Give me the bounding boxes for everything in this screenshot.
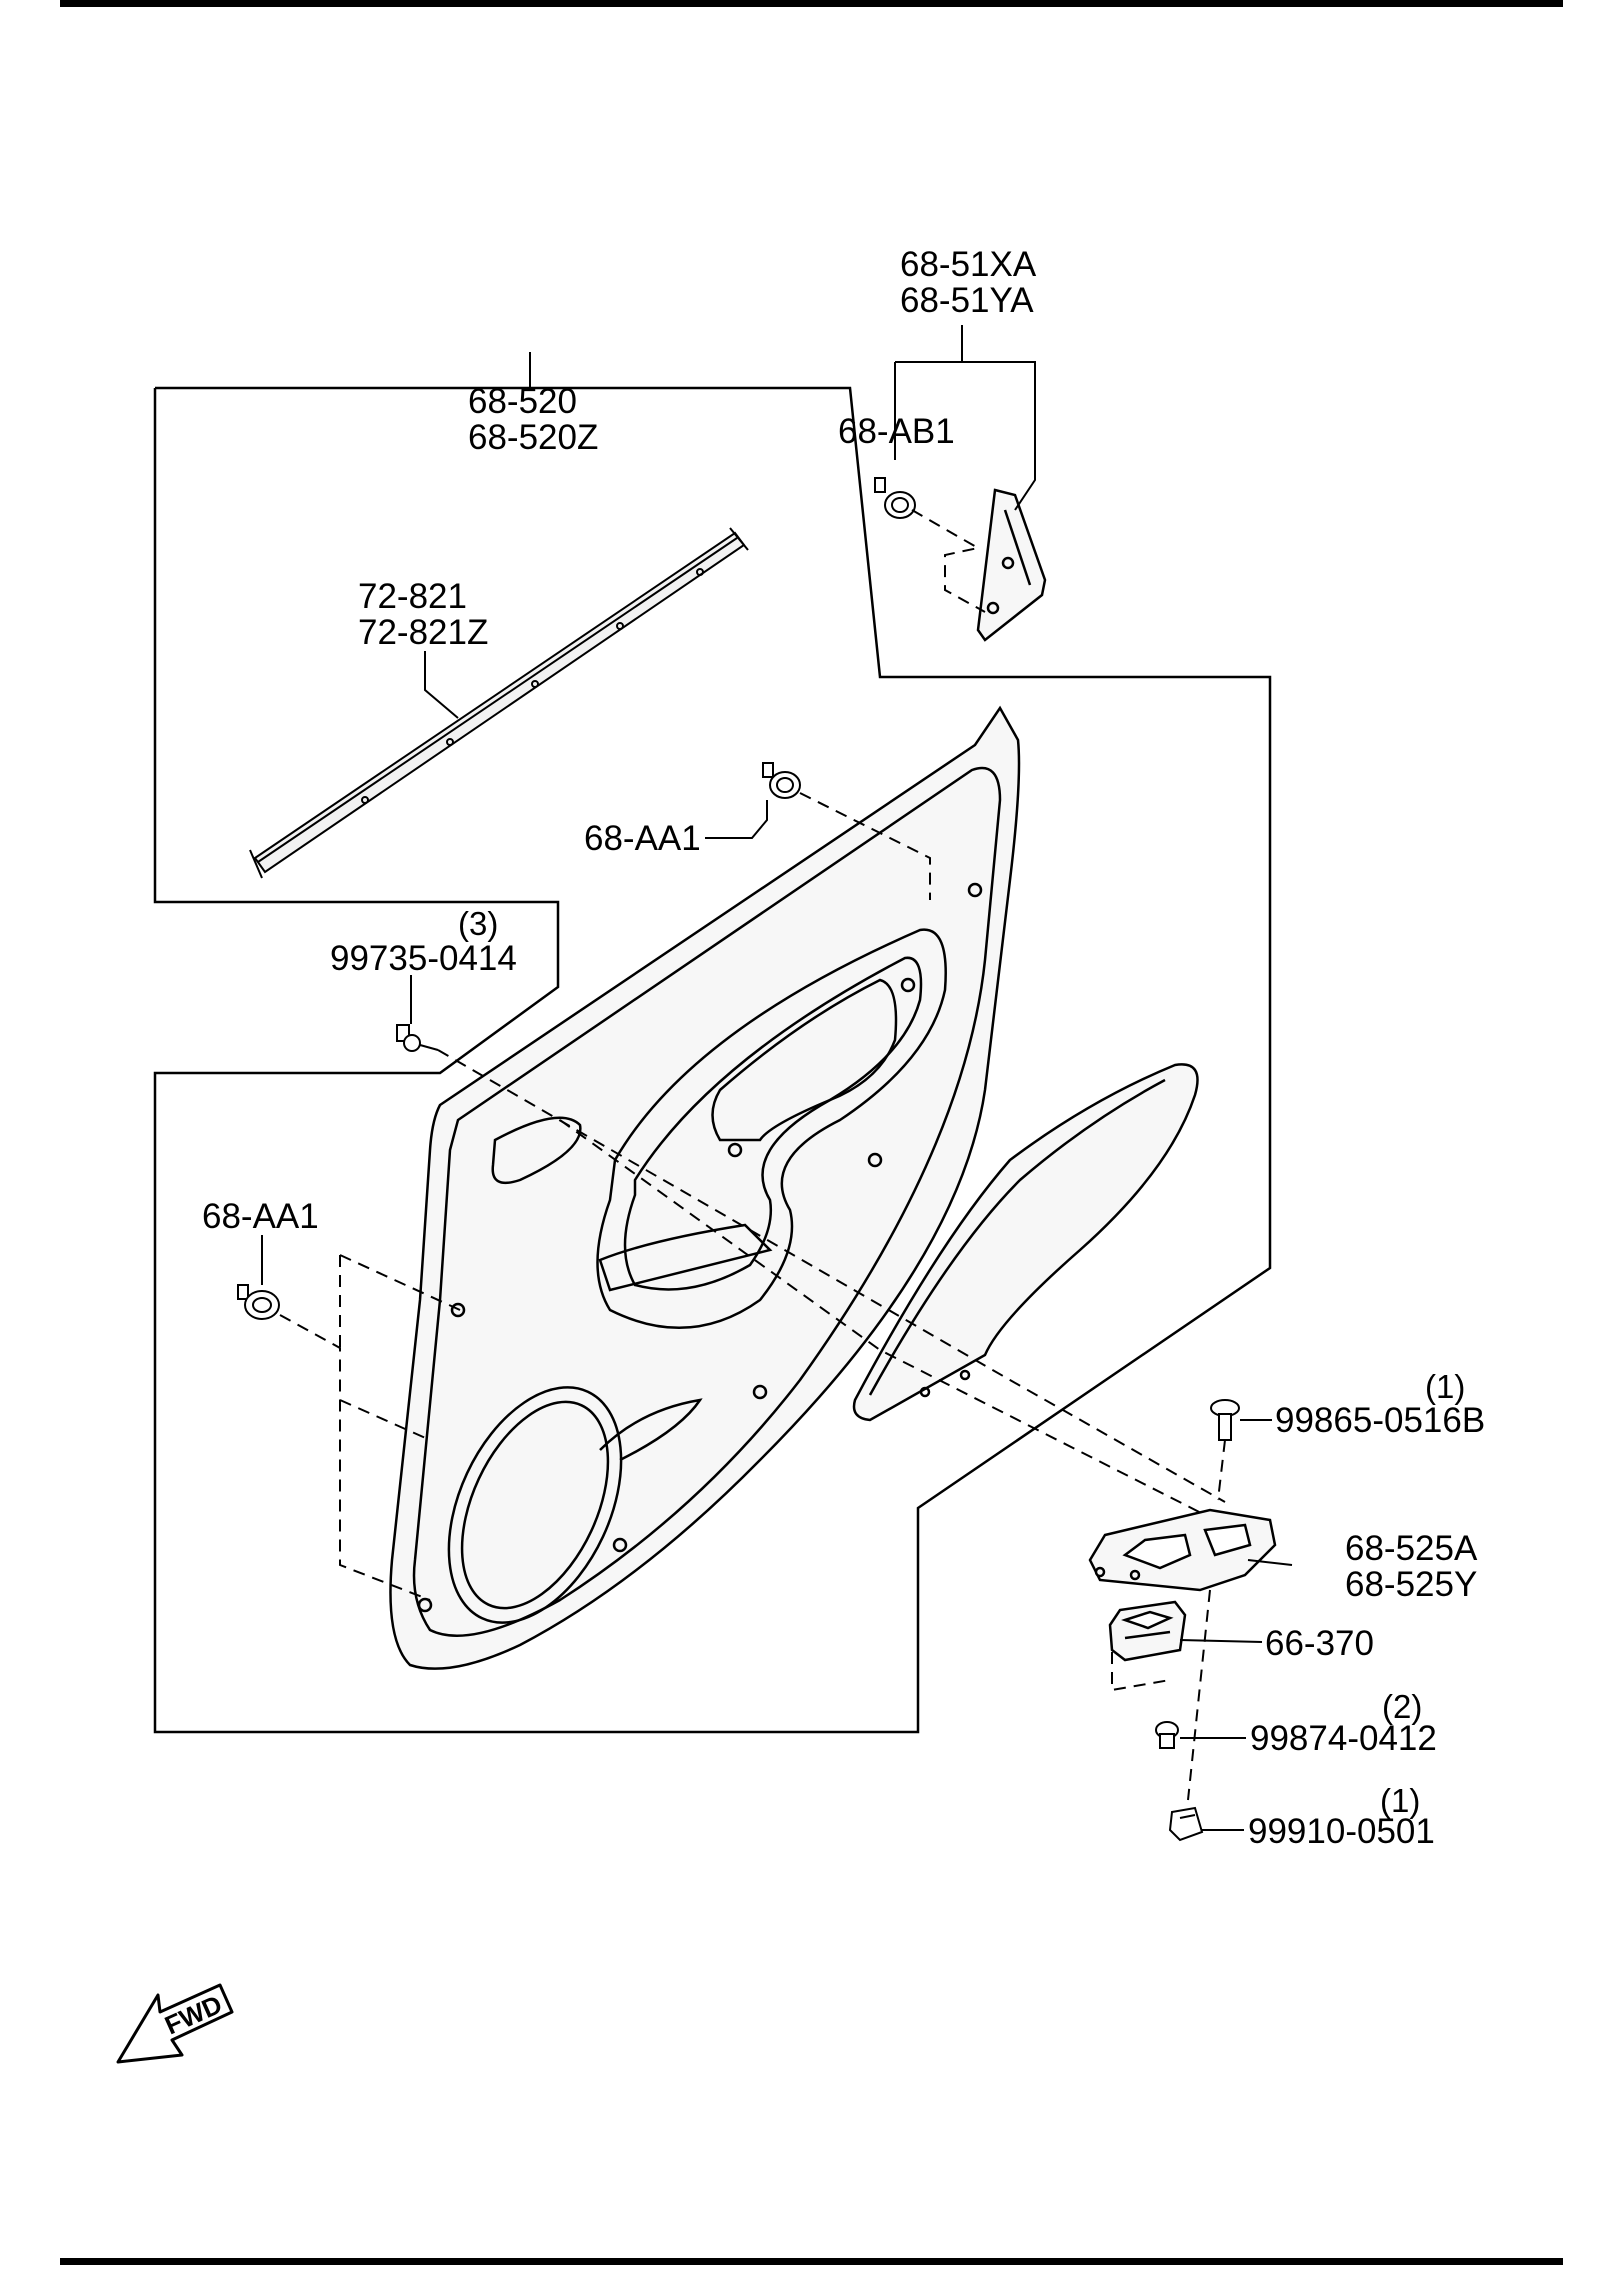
weatherstrip-leader xyxy=(424,651,459,719)
clip-aa1-lower-icon xyxy=(237,1284,280,1320)
screw-998740412-label: 99874-0412 xyxy=(1250,1719,1437,1758)
screw-998740412-qty: (2) xyxy=(1382,1688,1422,1725)
top-rule xyxy=(60,0,1563,7)
armrest-cover-label-1: 68-51XA xyxy=(900,245,1037,284)
weatherstrip-label-2: 72-821Z xyxy=(358,613,488,652)
bottom-rule xyxy=(60,2258,1563,2265)
screw-998740412-icon xyxy=(1155,1721,1179,1749)
switch-panel xyxy=(1088,1508,1277,1592)
screw-9986505168-qty: (1) xyxy=(1425,1368,1465,1405)
clip-ab1-label: 68-AB1 xyxy=(838,412,955,451)
screw-97350414-label: 99735-0414 xyxy=(330,939,517,978)
screw-97350414-dash xyxy=(437,1049,1226,1503)
armrest-cover-label-2: 68-51YA xyxy=(900,281,1034,320)
clip-aa1-upper-label: 68-AA1 xyxy=(584,819,701,858)
inner-seal-strip xyxy=(852,1063,1199,1422)
screw-9986505168-dash xyxy=(1217,1439,1226,1501)
nut-999100501-label: 99910-0501 xyxy=(1248,1812,1435,1851)
clip-ab1-dash xyxy=(911,509,986,613)
clip-aa1-upper-leader xyxy=(705,800,768,839)
power-window-switch-label: 66-370 xyxy=(1265,1624,1374,1663)
nut-999100501-icon xyxy=(1168,1806,1204,1842)
nut-999100501-qty: (1) xyxy=(1380,1782,1420,1819)
clip-aa1-lower-label: 68-AA1 xyxy=(202,1197,319,1236)
trim-panel-label-2: 68-520Z xyxy=(468,418,598,457)
fwd-arrow-icon: FWD xyxy=(116,1983,234,2064)
clip-aa1-upper-dash xyxy=(799,792,931,900)
switch-leader xyxy=(1179,1639,1263,1643)
clip-ab1-icon xyxy=(874,477,916,519)
screw-9986505168-icon xyxy=(1210,1399,1240,1441)
switch-panel-label-1: 68-525A xyxy=(1345,1529,1478,1568)
switch-panel-label-2: 68-525Y xyxy=(1345,1565,1477,1604)
clip-aa1-lower-dash xyxy=(279,1254,461,1601)
switch-panel-vertical-dash xyxy=(1187,1589,1211,1801)
armrest-cover xyxy=(976,488,1047,642)
trim-panel-label-1: 68-520 xyxy=(468,382,577,421)
weatherstrip-label-1: 72-821 xyxy=(358,577,467,616)
power-window-switch xyxy=(1108,1600,1187,1662)
panel-to-switch-dash xyxy=(559,1119,1216,1521)
weatherstrip xyxy=(249,527,749,879)
armrest-cover-leader xyxy=(895,361,1036,511)
screw-97350414-icon xyxy=(396,1024,439,1052)
trim-panel-group-outline xyxy=(153,386,1272,1734)
switch-panel-leader xyxy=(1247,1559,1293,1566)
door-trim-panel xyxy=(389,705,1021,1670)
screw-97350414-qty: (3) xyxy=(458,905,498,942)
screw-9986505168-label: 99865-0516B xyxy=(1275,1401,1485,1440)
clip-aa1-upper-icon xyxy=(762,762,801,799)
